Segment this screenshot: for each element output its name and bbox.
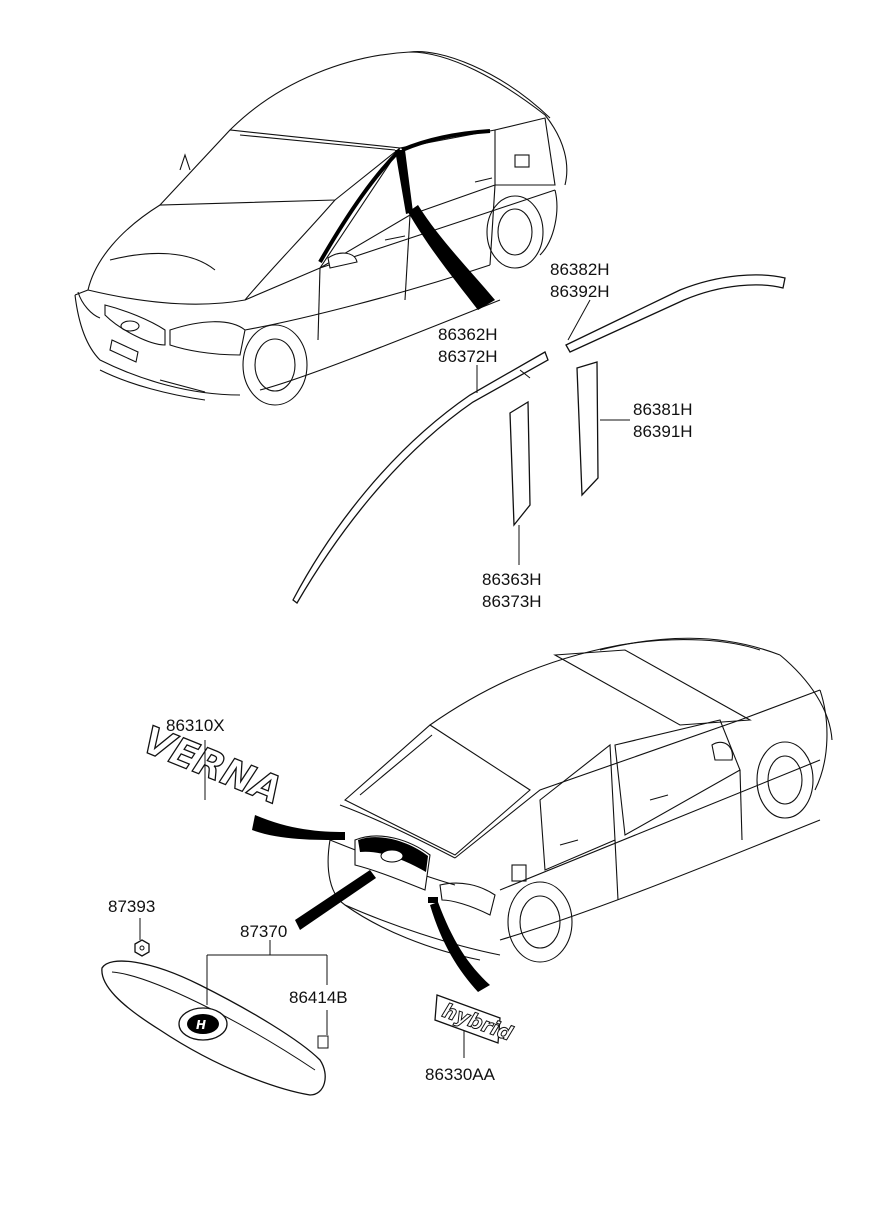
sedan-front-view	[74, 50, 568, 406]
label-86414B: 86414B	[289, 988, 348, 1007]
sedan-rear-view	[252, 637, 833, 992]
hybrid-emblem-text: hybrid	[439, 998, 516, 1046]
label-86372H: 86372H	[438, 347, 498, 366]
label-86362H: 86362H	[438, 325, 498, 344]
label-86391H: 86391H	[633, 422, 693, 441]
label-87393: 87393	[108, 897, 155, 916]
label-87370: 87370	[240, 922, 287, 941]
svg-text:H: H	[196, 1018, 206, 1032]
label-86373H: 86373H	[482, 592, 542, 611]
trunk-lid-garnish: H	[101, 960, 329, 1096]
label-86310X: 86310X	[166, 716, 225, 735]
label-86363H: 86363H	[482, 570, 542, 589]
label-86381H: 86381H	[633, 400, 693, 419]
belt-molding-front	[292, 351, 549, 604]
label-86382H: 86382H	[550, 260, 610, 279]
hybrid-emblem: hybrid	[434, 994, 517, 1046]
pillar-molding-rear	[576, 361, 599, 497]
label-86330AA: 86330AA	[425, 1065, 496, 1084]
label-86392H: 86392H	[550, 282, 610, 301]
nut-part	[134, 939, 150, 957]
belt-molding-rear	[565, 274, 786, 353]
pillar-molding-front	[509, 400, 531, 527]
